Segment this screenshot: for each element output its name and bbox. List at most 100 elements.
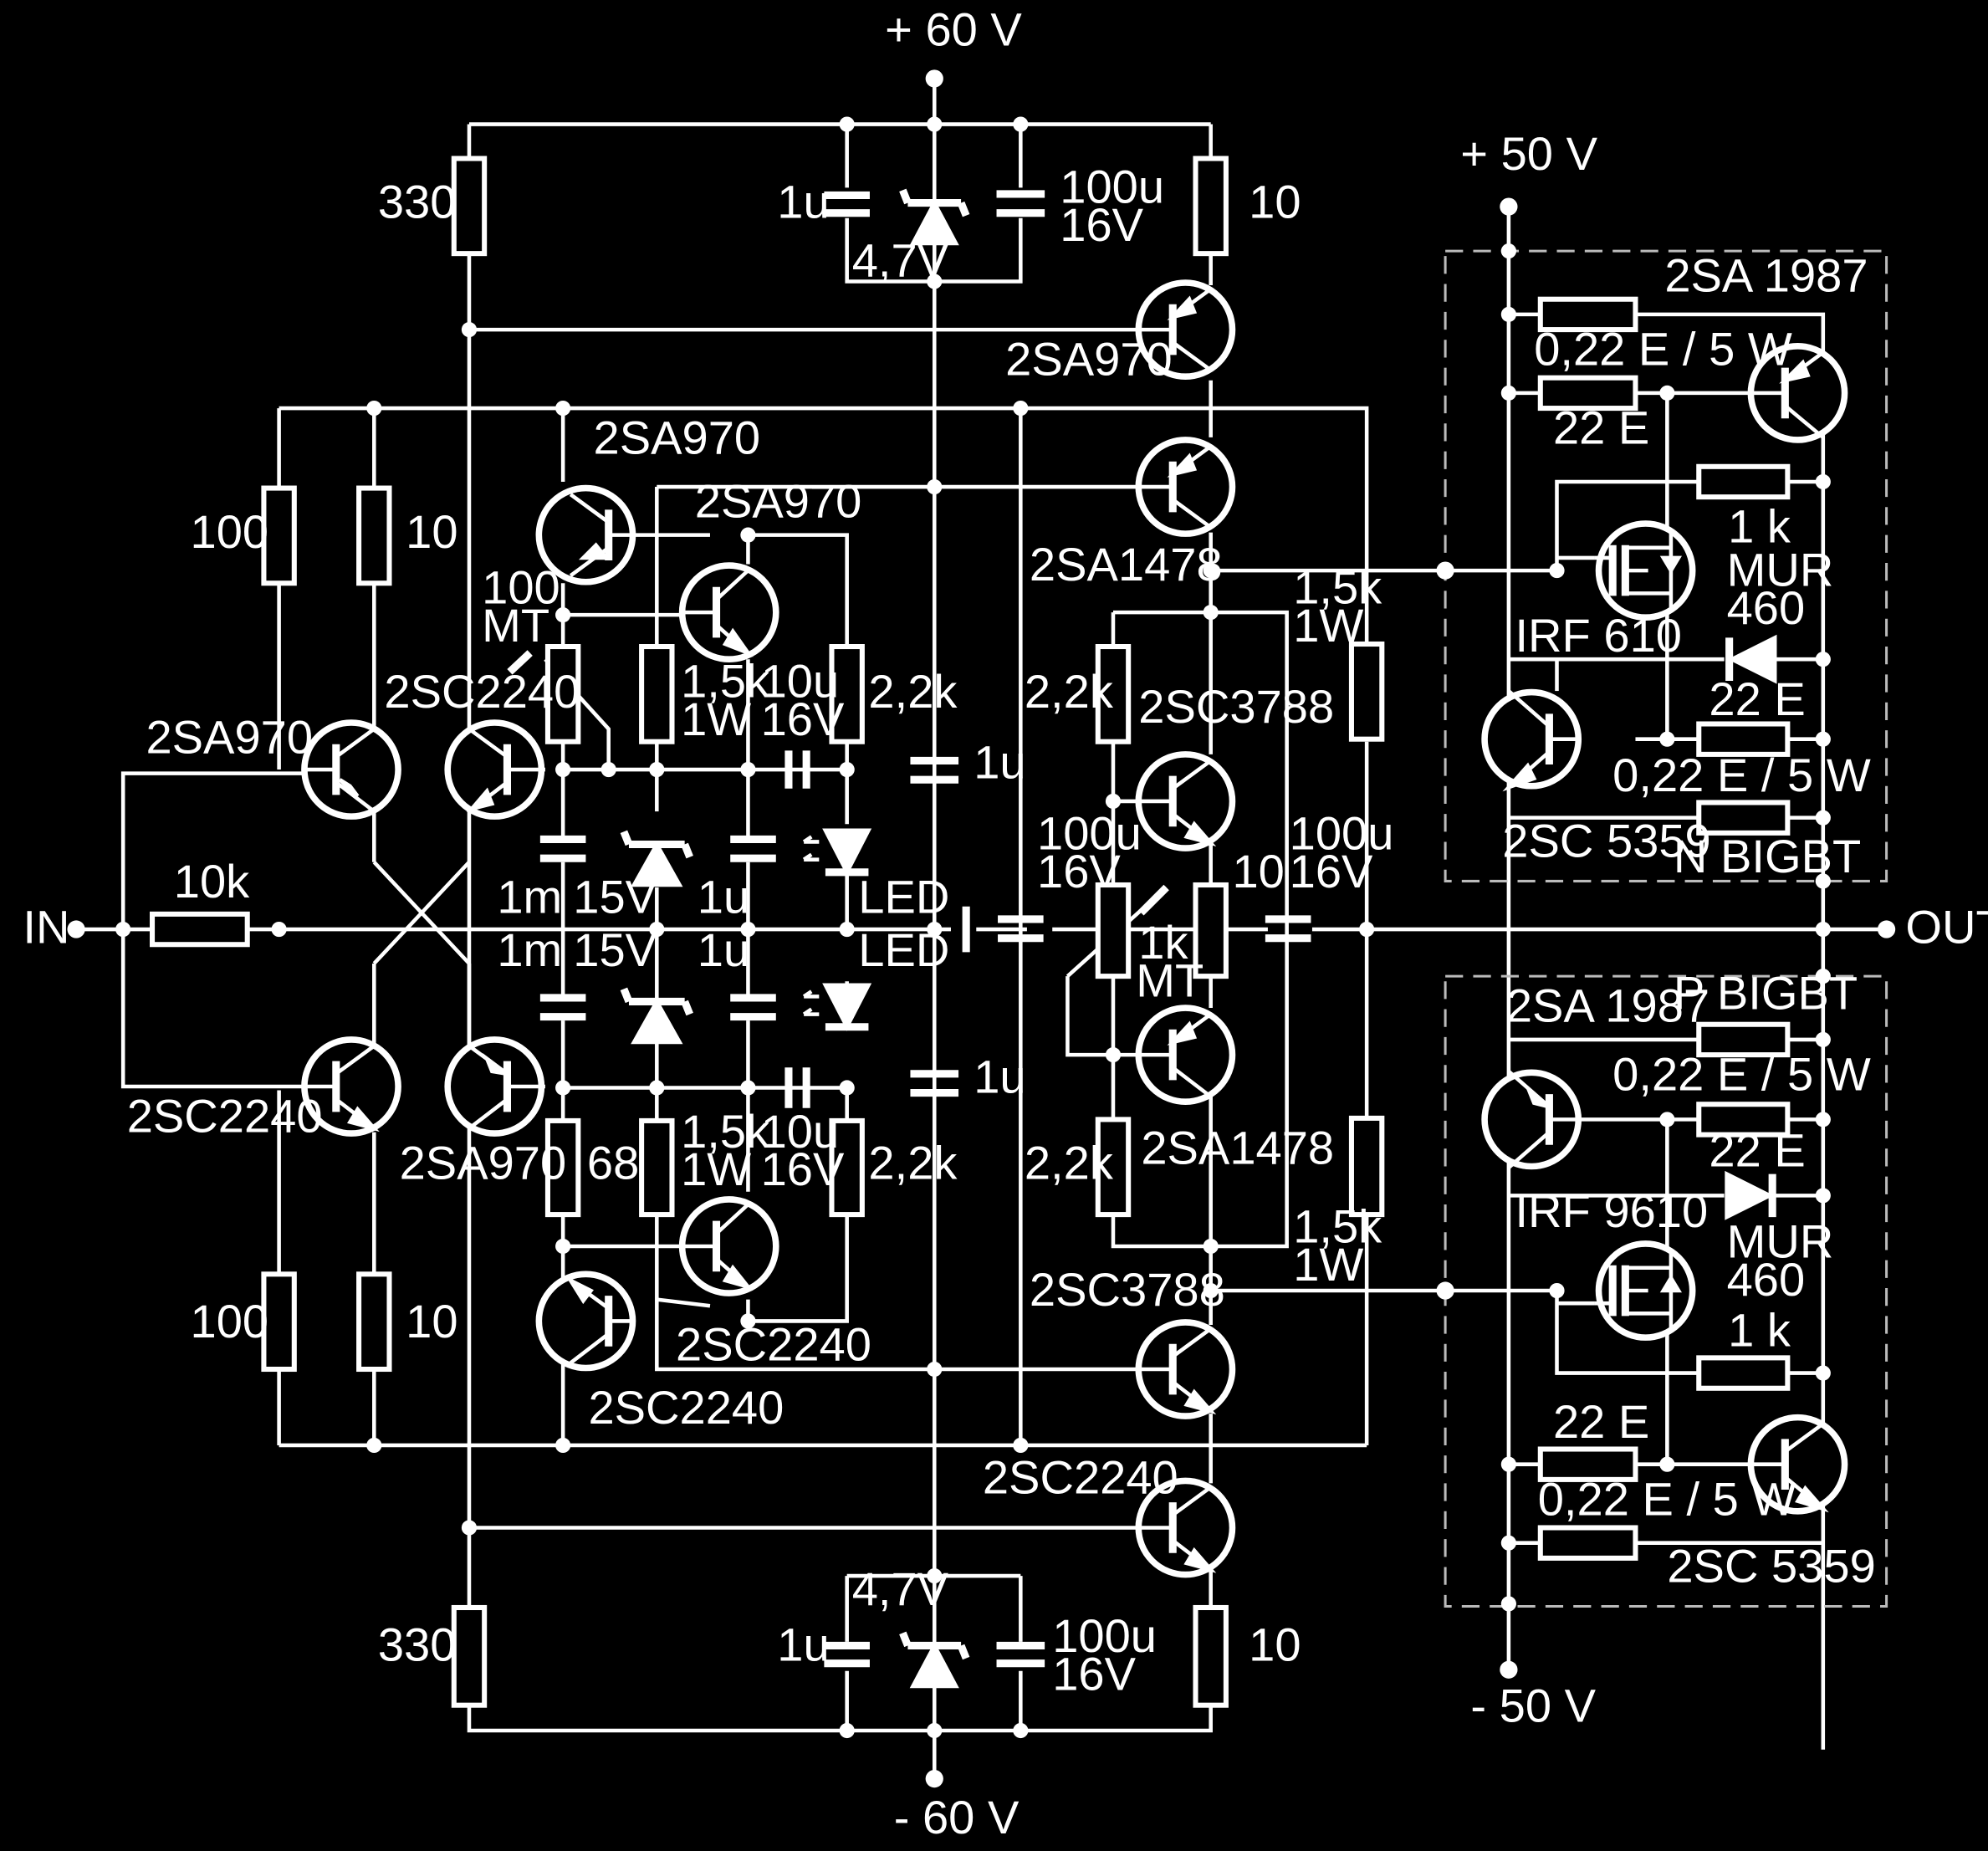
q-2sc3788-top-label: 2SC3788: [1138, 680, 1334, 733]
resistor-pbigbt: [1696, 1021, 1791, 1058]
r100-bot-label: 100: [191, 1295, 269, 1347]
r22e-bot-a-label: 22 E: [1709, 1123, 1805, 1176]
capacitor-1m-top: [539, 835, 586, 862]
c10u-top-label-1: 10u: [761, 655, 840, 708]
resistor-330-bot: [451, 1604, 488, 1708]
resistor-10-top: [1193, 156, 1229, 257]
r15k-out-bot-label-1: 1,5k: [1293, 1199, 1382, 1252]
z15-top-label: 15V: [573, 870, 657, 923]
c100u-drv-l-label-1: 100u: [1037, 807, 1142, 860]
z15-bot-label: 15V: [573, 923, 657, 976]
q-2sc2240-ref-bot-label: 2SC2240: [983, 1451, 1178, 1504]
q-2sc3788-bot-label: 2SC3788: [1030, 1263, 1225, 1316]
resistor-2k2-bot: [829, 1117, 865, 1218]
capacitor-10u-bot: [784, 1067, 810, 1108]
rail-pos60-label: + 60 V: [885, 3, 1022, 56]
resistor-10k: [150, 911, 250, 948]
resistor-1k-bot: [1696, 1355, 1791, 1391]
rail-pos50-label: + 50 V: [1460, 127, 1597, 180]
nbigbt-label: N BIGBT: [1674, 830, 1861, 882]
q-2sa1987-bot-label: 2SA 1987: [1506, 979, 1709, 1032]
r10k-label: 10k: [174, 855, 250, 908]
q-2sa970-bot-mid-label: 2SA970: [400, 1137, 567, 1189]
resistor-68: [544, 1117, 581, 1218]
pot-wiper-arrow: [1138, 884, 1169, 916]
q-2sc2240-in-label: 2SC2240: [384, 665, 580, 718]
r15k-bot-label-1: 1,5k: [681, 1105, 770, 1158]
resistor-1k5-bot: [639, 1117, 675, 1218]
resistor-1k5-top: [639, 644, 675, 744]
c100u-bot-label-1: 100u: [1052, 1609, 1157, 1662]
resistor-2k2-top: [829, 644, 865, 744]
mur-top-label-2: 460: [1727, 581, 1806, 634]
c1u-rail-top-label: 1u: [974, 736, 1025, 789]
resistor-22e-top-a: [1537, 375, 1638, 412]
r100mt-label-1: 100: [482, 560, 560, 613]
potentiometer-1k: [1095, 882, 1132, 979]
trim-arrow-100mt: [507, 650, 533, 675]
r15k-out-bot-label-2: 1W: [1293, 1238, 1363, 1291]
c10u-bot-label-2: 16V: [761, 1143, 845, 1195]
resistor-2k2-drv-top: [1095, 644, 1132, 744]
c1u-top-label: 1u: [777, 176, 829, 228]
r10-top-label: 10: [1249, 176, 1301, 228]
r68-label: 68: [587, 1137, 639, 1189]
transistor-2sa970-cs-top: [535, 484, 636, 585]
q-2sc2240-cs-bot-label: 2SC2240: [588, 1381, 784, 1434]
resistor-100-bot: [261, 1271, 297, 1373]
c10u-top-label-2: 16V: [761, 693, 845, 745]
resistor-10-in-top: [356, 485, 392, 586]
input-label: IN: [23, 901, 69, 954]
q-2sc2240-vas-bot-label: 2SC2240: [676, 1317, 871, 1370]
r15k-bot-label-2: 1W: [681, 1143, 751, 1195]
labels: + 60 V - 60 V + 50 V - 50 V IN OUT 330 3…: [23, 3, 1988, 1843]
capacitor-1m-bot: [539, 994, 586, 1021]
r1k-top-label: 1 k: [1728, 500, 1791, 553]
resistor-022-bot-b: [1537, 1525, 1638, 1561]
resistor-22e-top-b: [1696, 721, 1791, 757]
capacitor-1u-bot: [824, 1641, 870, 1668]
resistor-nbigbt: [1696, 800, 1791, 836]
z47-bot-label: 4,7V: [852, 1562, 949, 1615]
transistor-2sc2240-cs-bot: [535, 1271, 636, 1372]
transistor-2sc5359-bot: [1747, 1414, 1848, 1515]
pbigbt-label: P BIGBT: [1674, 967, 1858, 1020]
capacitor-100u-bot: [996, 1641, 1045, 1668]
pot1k-label-2: MT: [1136, 954, 1204, 1006]
capacitor-1u-top: [824, 191, 870, 217]
r22k-top-label: 2,2k: [868, 665, 958, 718]
capacitor-10u-top: [784, 750, 810, 789]
resistor-1k5-out-bot: [1348, 1115, 1385, 1218]
c1u-z-top-label: 1u: [698, 870, 749, 923]
resistor-100mt: [544, 644, 581, 744]
mur-top-label-1: MUR: [1727, 543, 1834, 596]
mur-bot-label-1: MUR: [1727, 1215, 1834, 1268]
irf9610-label: IRF 9610: [1515, 1184, 1708, 1237]
resistor-1k-top: [1696, 463, 1791, 500]
transistor-2sa1987-top: [1747, 343, 1848, 443]
r15k-out-top-label-1: 1,5k: [1293, 560, 1382, 613]
r022-top-a-label: 0,22 E / 5 W: [1534, 323, 1792, 376]
diode-mur460-top: [1725, 634, 1777, 684]
zener-4v7-bot: [899, 1631, 970, 1689]
resistors: [150, 156, 1791, 1708]
q-2sa970-ref-top-label: 2SA970: [1005, 333, 1173, 386]
c100u-drv-r-label-2: 16V: [1290, 845, 1373, 897]
irf610-label: IRF 610: [1515, 609, 1681, 662]
transistor-irf610: [1594, 520, 1696, 621]
r10-drv-label: 10: [1232, 845, 1284, 897]
resistor-1k5-out-top: [1348, 641, 1385, 742]
junction-dots: [67, 69, 1896, 1788]
transistor-2sc5359-top: [1481, 688, 1582, 792]
transistor-2sa970-in: [301, 719, 401, 820]
capacitors: [539, 190, 1311, 1668]
transistor-2sc2240-ref-bot: [1135, 1477, 1236, 1578]
r330-top-label: 330: [378, 176, 457, 228]
led-bot: [802, 983, 872, 1031]
r22k-drv-top-label: 2,2k: [1025, 665, 1114, 718]
r10-in-top-label: 10: [406, 505, 457, 558]
zener-15v-bot: [620, 987, 693, 1045]
led-bot-label: LED: [858, 923, 949, 976]
transistor-2sa1478-bot: [1135, 1005, 1236, 1105]
